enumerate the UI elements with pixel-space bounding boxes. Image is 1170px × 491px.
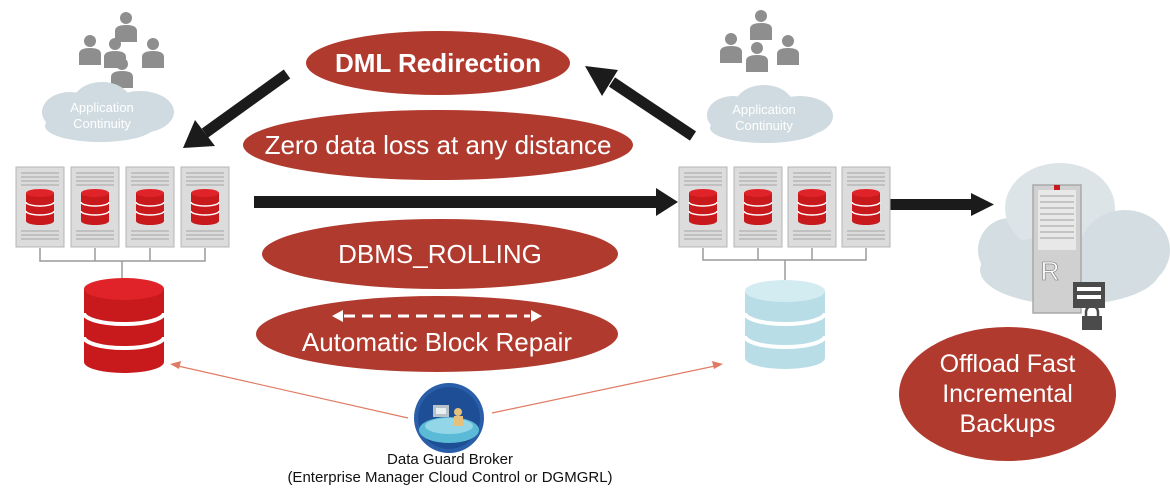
primary-server-1 [15,166,65,248]
primary-server-rack [15,166,230,248]
pill-dml-redirection-label: DML Redirection [334,47,542,78]
app-continuity-cloud-standby [707,85,833,143]
lock-server-icon [1073,282,1105,330]
offload-line-2: Incremental [942,380,1073,408]
pill-zero-data-loss: Zero data loss at any distance [243,110,633,180]
standby-database-icon [743,280,827,369]
app-continuity-standby-line2: Continuity [735,118,793,133]
broker-arrow-left [170,361,409,419]
standby-server-3 [787,166,837,248]
arrow-primary-to-standby [254,188,678,216]
broker-title: Data Guard Broker [387,451,513,468]
broker-label: Data Guard Broker (Enterprise Manager Cl… [200,451,700,487]
pill-automatic-block-repair: Automatic Block Repair [256,296,618,372]
data-guard-broker-icon [414,383,484,453]
pill-offload-backups: Offload Fast Incremental Backups [899,327,1116,461]
pill-automatic-block-repair-label: Automatic Block Repair [301,326,573,357]
app-continuity-cloud-primary [42,82,174,142]
primary-server-4 [180,166,230,248]
standby-server-1 [678,166,728,248]
primary-server-2 [70,166,120,248]
app-continuity-label-standby: Application Continuity [712,102,816,134]
bidirectional-dashed-arrow-icon [332,309,542,322]
offload-line-1: Offload Fast [939,350,1076,378]
app-continuity-standby-line1: Application [732,102,796,117]
users-icon-primary [79,12,164,88]
primary-db-connectors [39,248,206,281]
app-continuity-label-primary: Application Continuity [50,100,154,132]
app-continuity-primary-line2: Continuity [73,116,131,131]
pill-dml-redirection: DML Redirection [306,31,570,95]
pill-dbms-rolling: DBMS_ROLLING [262,219,618,289]
broker-subtitle: (Enterprise Manager Cloud Control or DGM… [287,469,613,486]
broker-arrow-right [491,361,723,414]
arrow-dml-to-primary [183,69,291,148]
standby-db-connectors [702,248,867,280]
arrow-standby-to-cloud [888,193,994,216]
standby-server-4 [841,166,891,248]
app-continuity-primary-line1: Application [70,100,134,115]
primary-server-3 [125,166,175,248]
arrow-standby-to-dml [585,66,697,141]
offload-line-3: Backups [959,410,1056,438]
users-icon-standby [720,10,799,72]
pill-zero-data-loss-label: Zero data loss at any distance [264,129,612,160]
primary-database-icon [82,278,166,373]
standby-server-2 [733,166,783,248]
pill-dbms-rolling-label: DBMS_ROLLING [338,238,542,269]
standby-server-rack [678,166,891,248]
appliance-label: R [1041,256,1060,286]
